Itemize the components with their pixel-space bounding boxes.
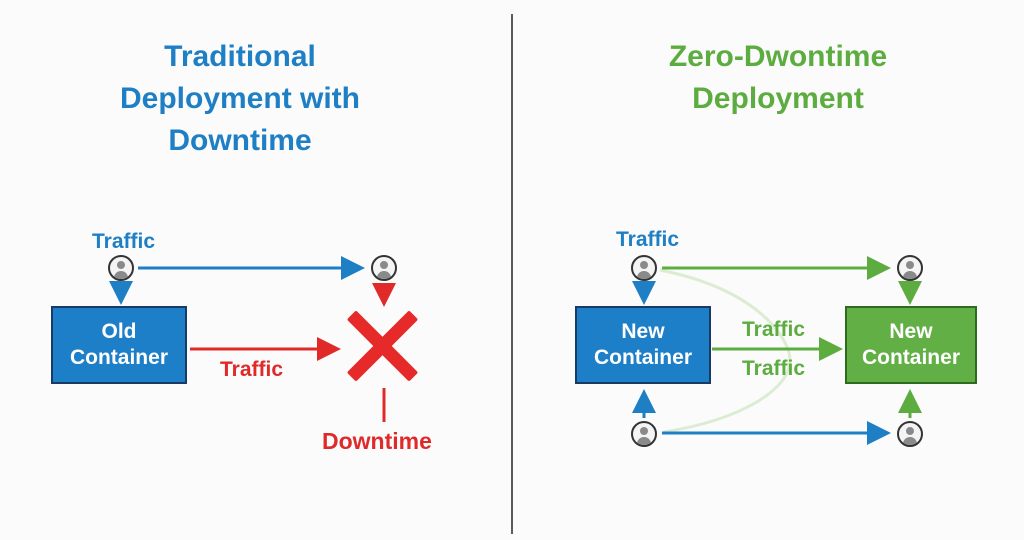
traditional-deployment-title: Traditional Deployment with Downtime <box>119 40 360 157</box>
traffic-label-green-2: Traffic <box>742 357 806 380</box>
user-icon <box>631 255 657 281</box>
new-container-box-left: New Container <box>575 306 711 384</box>
new-container-box-right: New Container <box>845 306 977 384</box>
user-icon <box>108 255 134 281</box>
failure-x-icon <box>344 308 420 384</box>
user-icon <box>371 255 397 281</box>
zero-downtime-title: Zero-Dwontime Deployment <box>668 40 888 115</box>
traffic-label-red: Traffic <box>220 358 284 381</box>
traffic-label-green-1: Traffic <box>742 318 806 341</box>
user-icon <box>897 255 923 281</box>
downtime-label: Downtime <box>322 428 432 454</box>
section-divider <box>511 14 513 534</box>
traffic-label-left: Traffic <box>92 230 156 253</box>
user-icon <box>897 421 923 447</box>
old-container-box: Old Container <box>51 306 187 384</box>
traffic-label-right: Traffic <box>616 228 680 251</box>
user-icon <box>631 421 657 447</box>
traffic-curve-green <box>659 268 792 434</box>
